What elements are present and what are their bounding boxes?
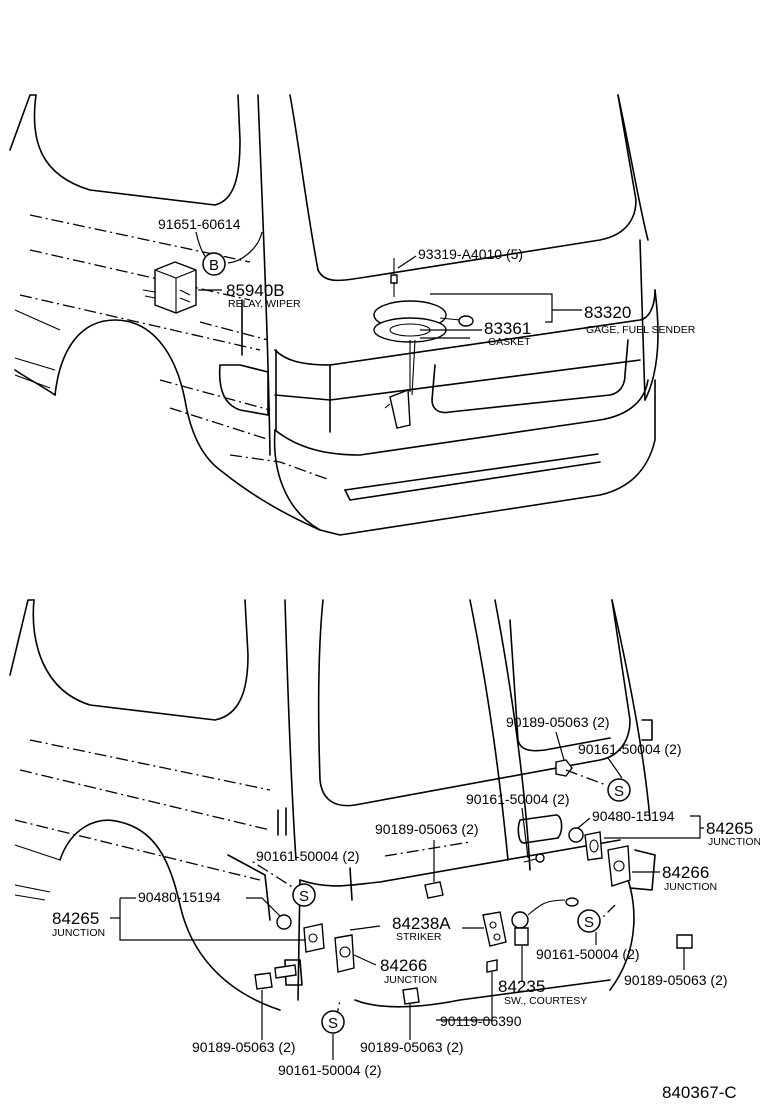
label-93319: 93319-A4010 (5) xyxy=(418,246,523,262)
label-83320-desc: GAGE, FUEL SENDER xyxy=(586,324,696,336)
label-90189-e: 90189-05063 (2) xyxy=(360,1039,464,1055)
label-90161-b: 90161-50004 (2) xyxy=(466,791,570,807)
label-84265-a-desc: JUNCTION xyxy=(708,836,760,848)
label-90119: 90119-06390 xyxy=(440,1013,522,1029)
label-84235: 84235 xyxy=(498,977,545,996)
label-83320: 83320 xyxy=(584,303,631,322)
label-90161-a: 90161-50004 (2) xyxy=(578,741,682,757)
marker-S-3 xyxy=(577,909,601,933)
label-83361: 83361 xyxy=(484,319,531,338)
label-84265-a: 84265 xyxy=(706,819,753,838)
label-84266-b-desc: JUNCTION xyxy=(384,974,437,986)
marker-S-1 xyxy=(607,778,631,802)
marker-S-2 xyxy=(292,883,316,907)
label-91651: 91651-60614 xyxy=(158,216,241,232)
label-90480-b: 90480-15194 xyxy=(138,889,221,905)
label-84238A: 84238A xyxy=(392,914,451,933)
label-90189-a: 90189-05063 (2) xyxy=(506,714,610,730)
marker-S-4 xyxy=(321,1010,345,1034)
label-84238A-desc: STRIKER xyxy=(396,931,442,943)
label-84265-b: 84265 xyxy=(52,909,99,928)
label-90161-d: 90161-50004 (2) xyxy=(536,946,640,962)
label-84265-b-desc: JUNCTION xyxy=(52,927,105,939)
lower-parts xyxy=(254,759,693,1005)
label-90161-e: 90161-50004 (2) xyxy=(278,1062,382,1078)
label-90189-d: 90189-05063 (2) xyxy=(192,1039,296,1055)
lower-callouts: S S S S 90189-05063 (2) 90161-50004 (2) … xyxy=(52,714,760,1078)
label-85940B: 85940B xyxy=(226,281,285,300)
label-84266-a: 84266 xyxy=(662,863,709,882)
figure-id: 840367-C xyxy=(662,1083,737,1102)
label-90189-b: 90189-05063 (2) xyxy=(375,821,479,837)
fuel-sender-part xyxy=(373,258,474,429)
label-84266-b: 84266 xyxy=(380,956,427,975)
label-85940B-desc: RELAY, WIPER xyxy=(228,298,301,310)
label-84235-desc: SW., COURTESY xyxy=(504,995,587,1007)
marker-S-3-text: S xyxy=(584,914,594,931)
upper-van-body xyxy=(9,94,659,536)
marker-B-text: B xyxy=(209,257,219,274)
label-90189-c: 90189-05063 (2) xyxy=(624,972,728,988)
lower-van-body xyxy=(9,599,656,1011)
marker-B xyxy=(202,252,226,276)
label-90161-c: 90161-50004 (2) xyxy=(256,848,360,864)
upper-callouts: 91651-60614 B 85940B RELAY, WIPER 93319-… xyxy=(158,216,696,348)
label-83361-desc: GASKET xyxy=(488,336,531,348)
marker-S-2-text: S xyxy=(299,888,309,905)
relay-wiper-part xyxy=(142,261,197,314)
label-84266-a-desc: JUNCTION xyxy=(664,881,717,893)
label-90480-a: 90480-15194 xyxy=(592,808,675,824)
marker-S-4-text: S xyxy=(328,1015,338,1032)
marker-S-1-text: S xyxy=(614,783,624,800)
